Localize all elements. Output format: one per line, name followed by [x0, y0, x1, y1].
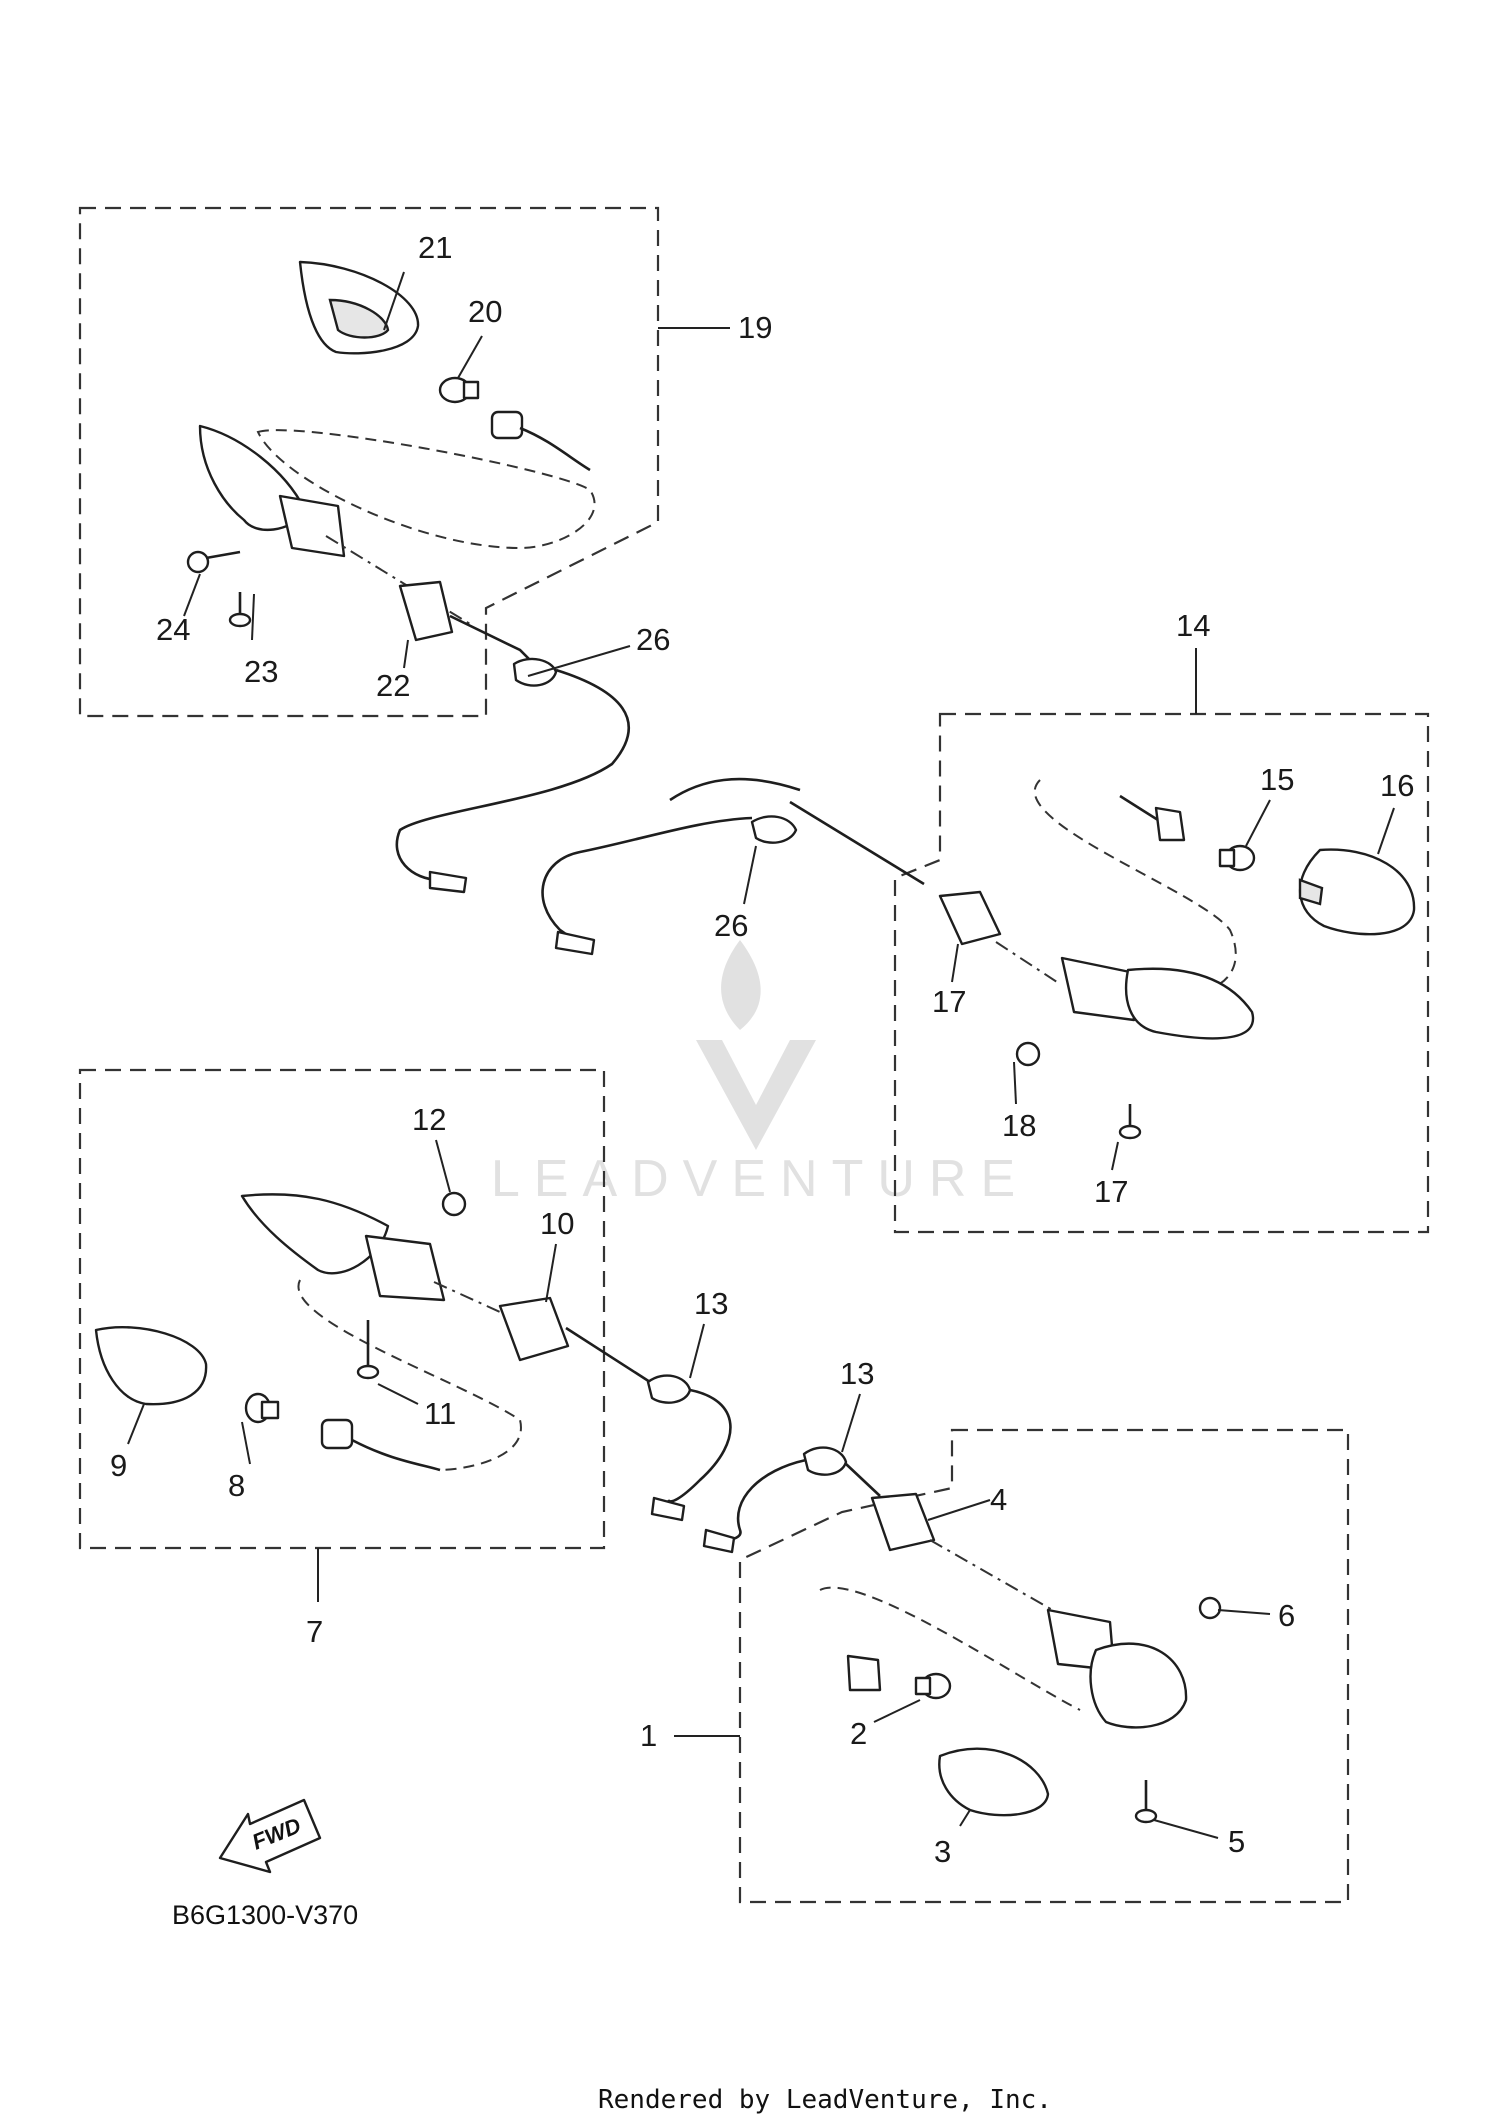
turn-signal-assembly-1 [702, 1446, 1222, 1824]
callout-9: 9 [110, 1448, 127, 1483]
callout-22: 21 [418, 230, 452, 265]
callout-26-middle: 26 [714, 908, 748, 943]
forward-arrow-icon: FWD [218, 1798, 322, 1874]
assembly-box-1 [738, 1428, 1350, 1904]
callout-6: 6 [1278, 1598, 1295, 1633]
callout-12: 12 [412, 1102, 446, 1137]
callout-1: 1 [640, 1718, 657, 1753]
turn-signal-assembly-7 [94, 1191, 732, 1522]
diagram-code: B6G1300-V370 [172, 1900, 358, 1930]
callout-13-left: 13 [694, 1286, 728, 1321]
callout-8: 8 [228, 1468, 245, 1503]
turn-signal-assembly-20 [186, 260, 631, 894]
callout-10: 10 [540, 1206, 574, 1241]
callout-25: 24 [156, 612, 190, 647]
callout-21: 20 [468, 294, 502, 329]
leadventure-watermark-logo: LEADVENTURE [491, 940, 1029, 1208]
callout-23: 22 [376, 668, 410, 703]
assembly-box-14 [893, 712, 1430, 1234]
footer-credit: Rendered by LeadVenture, Inc. [598, 2085, 1052, 2115]
callout-16: 16 [1380, 768, 1414, 803]
callout-4: 4 [990, 1482, 1007, 1517]
callout-14: 14 [1176, 608, 1210, 643]
callout-13-right: 13 [840, 1356, 874, 1391]
callout-2: 2 [850, 1716, 867, 1751]
callout-15: 15 [1260, 762, 1294, 797]
callout-19: 18 [1002, 1108, 1036, 1143]
watermark-text: LEADVENTURE [491, 1150, 1029, 1208]
assembly-box-7 [78, 1068, 606, 1550]
callout-3: 3 [934, 1834, 951, 1869]
callout-20: 19 [738, 310, 772, 345]
assembly-box-20 [78, 206, 660, 718]
callout-18: 17 [1094, 1174, 1128, 1209]
turn-signal-assembly-14 [541, 777, 1416, 1140]
callout-26-upper: 26 [636, 622, 670, 657]
callout-11: 11 [424, 1396, 456, 1431]
callout-7: 7 [306, 1614, 323, 1649]
callout-24: 23 [244, 654, 278, 689]
callout-17: 17 [932, 984, 966, 1019]
callout-5: 5 [1228, 1824, 1245, 1859]
